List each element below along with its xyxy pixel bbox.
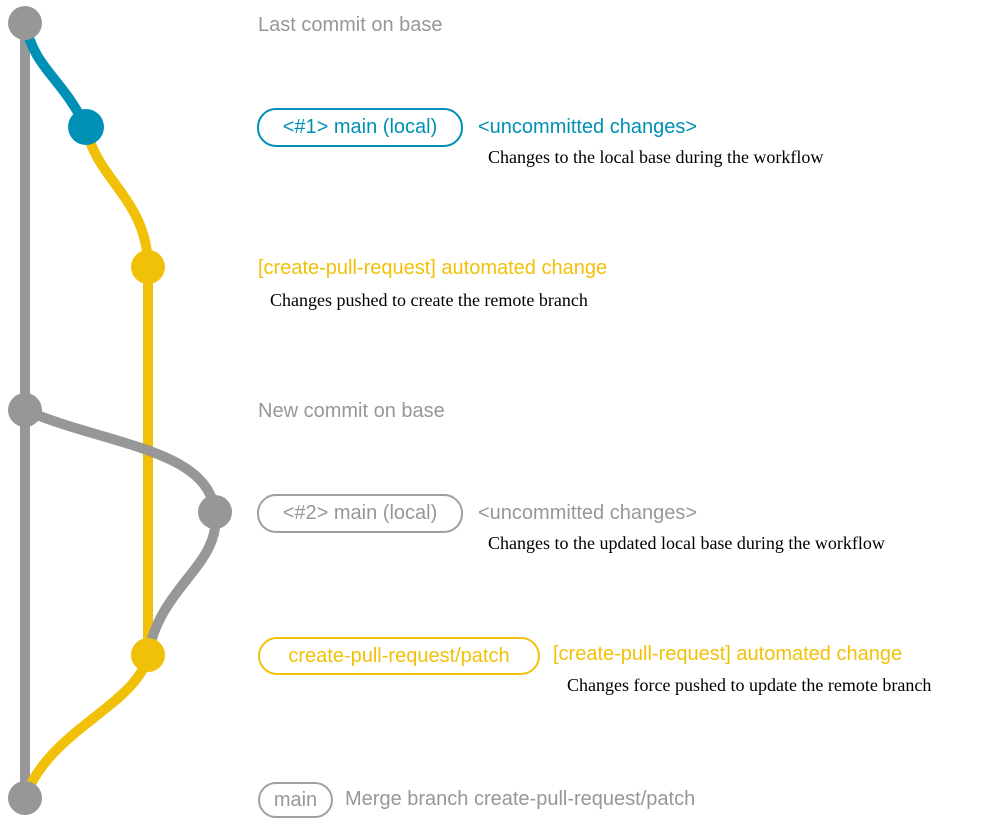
- commit-dot-uncommitted-changes-1: [68, 109, 104, 145]
- main-local-branch-curve: [20, 21, 91, 130]
- commit-message-merge: Merge branch create-pull-request/patch: [345, 788, 696, 810]
- annotation-automated-1: Changes pushed to create the remote bran…: [270, 290, 588, 310]
- patch-branch-curve-top: [81, 125, 153, 268]
- commit-message-uncommitted-1: <uncommitted changes>: [478, 116, 698, 138]
- annotation-automated-2: Changes force pushed to update the remot…: [567, 675, 932, 695]
- rebase-curve-out: [22, 405, 220, 513]
- commit-dot-automated-change-1: [131, 250, 165, 284]
- branch-badge-label: <#2> main (local): [282, 502, 438, 524]
- commit-dot-merge-commit: [8, 781, 42, 815]
- commit-message-automated-1: [create-pull-request] automated change: [258, 257, 608, 279]
- label-new-commit-on-base: New commit on base: [258, 400, 445, 422]
- branch-badge-label: <#1> main (local): [282, 116, 438, 138]
- merge-curve: [20, 653, 153, 800]
- commit-message-uncommitted-2: <uncommitted changes>: [478, 502, 698, 524]
- commit-dot-new-commit-on-base: [8, 393, 42, 427]
- rebase-curve-in: [143, 511, 221, 656]
- annotation-uncommitted-1: Changes to the local base during the wor…: [488, 147, 824, 167]
- branch-badge-main: main: [258, 782, 333, 818]
- branch-badge-label: main: [273, 788, 318, 811]
- commit-dot-automated-change-2: [131, 638, 165, 672]
- branch-badge-main-local-1: <#1> main (local): [257, 108, 463, 147]
- commit-message-automated-2: [create-pull-request] automated change: [553, 643, 903, 665]
- label-last-commit-on-base: Last commit on base: [258, 14, 443, 36]
- branch-badge-main-local-2: <#2> main (local): [257, 494, 463, 533]
- commit-dot-uncommitted-changes-2: [198, 495, 232, 529]
- annotation-uncommitted-2: Changes to the updated local base during…: [488, 533, 885, 553]
- branch-badge-label: create-pull-request/patch: [288, 644, 510, 667]
- commit-dot-last-commit-on-base: [8, 6, 42, 40]
- branch-badge-patch: create-pull-request/patch: [258, 637, 540, 675]
